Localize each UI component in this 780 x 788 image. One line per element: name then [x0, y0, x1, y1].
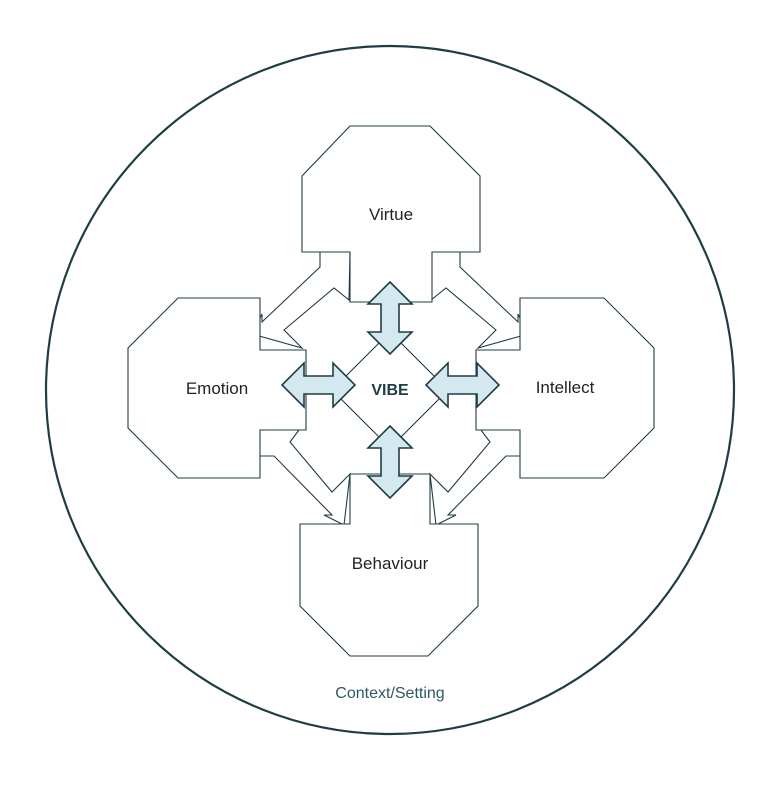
arrows: [280, 280, 501, 500]
center-label-vibe: VIBE: [371, 382, 409, 399]
double-arrow-vertical-top: [366, 280, 414, 356]
node-left: [127, 297, 307, 479]
node-bottom: [299, 473, 479, 657]
node-label-intellect: Intellect: [536, 378, 595, 397]
double-arrow-horizontal-right: [424, 361, 501, 409]
node-label-behaviour: Behaviour: [352, 554, 429, 573]
context-label: Context/Setting: [335, 685, 444, 702]
node-top: [301, 125, 481, 303]
double-arrow-horizontal-left: [280, 361, 357, 409]
connectors: [251, 251, 529, 526]
node-label-virtue: Virtue: [369, 205, 413, 224]
node-label-emotion: Emotion: [186, 379, 248, 398]
double-arrow-vertical-bottom: [366, 424, 414, 500]
node-right: [475, 297, 655, 479]
